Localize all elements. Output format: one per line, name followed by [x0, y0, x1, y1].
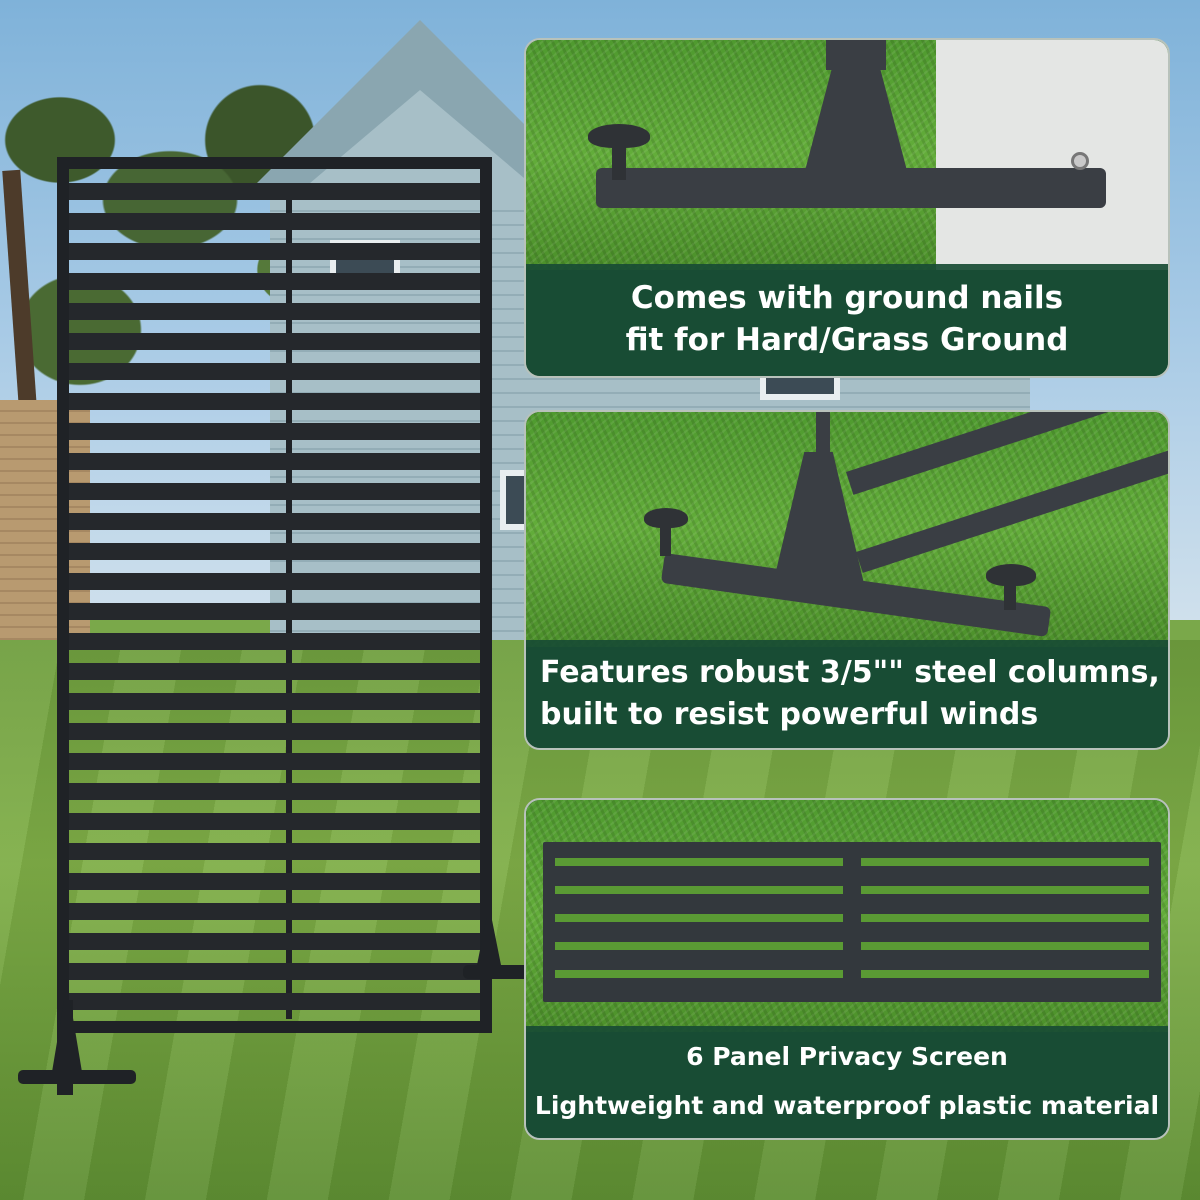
mini-screen-gap: [861, 942, 1149, 950]
mini-screen-gap: [861, 886, 1149, 894]
screen-slat: [69, 843, 480, 860]
mini-screen-gap: [555, 886, 843, 894]
screen-slat: [69, 753, 480, 770]
screen-slat: [69, 873, 480, 890]
feature-card-ground-nails: Comes with ground nails fit for Hard/Gra…: [524, 38, 1170, 378]
house-gable: [290, 90, 550, 200]
screen-slat: [69, 363, 480, 380]
ground-nail-icon: [986, 564, 1036, 586]
ground-nail-shaft: [1004, 580, 1016, 610]
screen-wall: [936, 40, 1168, 270]
screen-slat: [69, 783, 480, 800]
screen-slat: [69, 573, 480, 590]
screen-slat: [69, 513, 480, 530]
screen-slat: [69, 663, 480, 680]
caption-line: Lightweight and waterproof plastic mater…: [534, 1091, 1160, 1120]
screen-slat: [69, 723, 480, 740]
steel-columns-photo: [526, 412, 1168, 647]
screen-slat: [69, 453, 480, 470]
screen-slat: [69, 993, 480, 1010]
feature-card-steel-columns: Features robust 3/5"" steel columns, bui…: [524, 410, 1170, 750]
screen-left-foot: [18, 1070, 136, 1084]
caption-line: Features robust 3/5"" steel columns,: [540, 655, 1160, 690]
screen-slat: [69, 933, 480, 950]
caption-line: fit for Hard/Grass Ground: [625, 322, 1069, 358]
mini-screen-gap: [555, 970, 843, 978]
mini-screen-gap: [861, 858, 1149, 866]
mini-screen-center-bar: [848, 842, 856, 1002]
screen-slat: [69, 183, 480, 200]
ground-nail-icon: [644, 508, 688, 528]
screen-slat: [69, 213, 480, 230]
caption-line: 6 Panel Privacy Screen: [686, 1042, 1008, 1072]
stand-base-bar: [596, 168, 1106, 208]
screen-slat: [69, 633, 480, 650]
ground-nails-photo: [526, 40, 1168, 270]
screen-slat: [69, 903, 480, 920]
mini-screen-gap: [861, 914, 1149, 922]
panel-screen-photo: [526, 800, 1168, 1032]
screen-slat: [69, 333, 480, 350]
screen-slat: [69, 393, 480, 410]
ground-nails-caption: Comes with ground nails fit for Hard/Gra…: [526, 264, 1168, 376]
steel-columns-caption: Features robust 3/5"" steel columns, bui…: [526, 640, 1168, 748]
ground-nail-shaft: [660, 522, 671, 556]
mini-privacy-screen: [543, 842, 1161, 1002]
mini-screen-gap: [555, 914, 843, 922]
stand-post: [826, 40, 886, 70]
screen-slat: [69, 963, 480, 980]
caption-line: Comes with ground nails: [630, 280, 1064, 317]
screen-slat: [69, 693, 480, 710]
caption-line: built to resist powerful winds: [540, 697, 1039, 732]
screen-slat: [69, 813, 480, 830]
mini-screen-gap: [555, 942, 843, 950]
bolt-icon: [1071, 152, 1089, 170]
screen-slat: [69, 603, 480, 620]
ground-nail-shaft: [612, 140, 626, 180]
screen-slat: [69, 423, 480, 440]
mini-screen-gap: [861, 970, 1149, 978]
panel-screen-caption: 6 Panel Privacy Screen Lightweight and w…: [526, 1026, 1168, 1138]
screen-slat: [69, 543, 480, 560]
screen-slat: [69, 243, 480, 260]
screen-slat: [69, 303, 480, 320]
privacy-screen: [57, 157, 492, 1033]
screen-slat: [69, 273, 480, 290]
mini-screen-gap: [555, 858, 843, 866]
screen-slat: [69, 483, 480, 500]
feature-card-panel-screen: 6 Panel Privacy Screen Lightweight and w…: [524, 798, 1170, 1140]
